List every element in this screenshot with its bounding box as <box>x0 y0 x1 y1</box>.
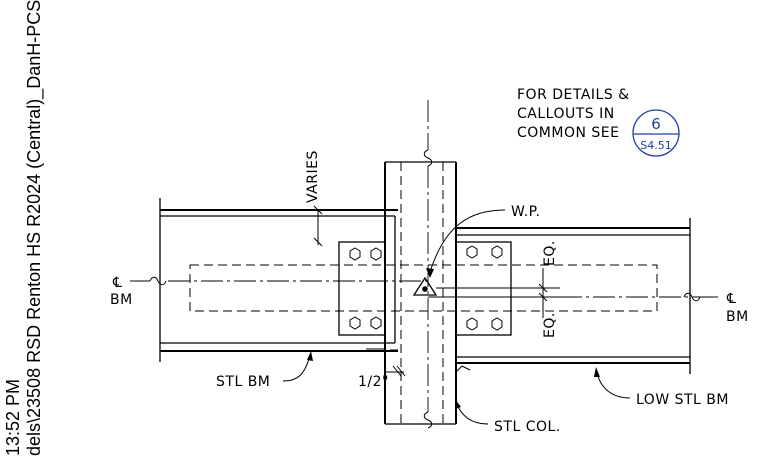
left-steel-beam <box>159 198 398 362</box>
wp-label: W.P. <box>511 204 540 220</box>
work-point-symbol <box>412 276 438 296</box>
note-line-2: CALLOUTS IN <box>517 106 615 122</box>
stl-bm-label: STL BM <box>216 374 270 390</box>
file-path-text: 13:52 PM dels\23508 RSD Renton HS R2024 … <box>3 0 45 456</box>
low-stl-bm-label: LOW STL BM <box>636 392 729 408</box>
left-shear-plate <box>338 241 386 336</box>
low-stl-bm-leader: LOW STL BM <box>594 367 729 408</box>
stl-bm-leader: STL BM <box>216 351 313 390</box>
varies-label: VARIES <box>305 150 321 203</box>
detail-callout-bubble[interactable]: 6 S4.51 <box>632 109 680 157</box>
note-line-1: FOR DETAILS & <box>517 87 630 103</box>
bm-label-left: BM <box>110 292 133 308</box>
half-inch-label: 1/2" <box>358 374 389 390</box>
bm-label-right: BM <box>726 309 749 325</box>
note-line-3: COMMON SEE <box>517 125 619 141</box>
eq-bottom-label: EQ. <box>542 312 558 338</box>
half-inch-dimension: 1/2" <box>358 365 406 390</box>
model-path-text: dels\23508 RSD Renton HS R2024 (Central)… <box>24 0 45 456</box>
callout-number: 6 <box>651 115 661 133</box>
centerline-bm-right: ℄ BM <box>726 291 749 325</box>
cl-symbol-right: ℄ <box>726 291 737 307</box>
right-low-steel-beam <box>456 218 691 374</box>
eq-dimensions: EQ. EQ. <box>436 240 560 338</box>
centerline-bm-left: ℄ BM <box>110 275 133 308</box>
hidden-plate <box>189 264 658 312</box>
eq-top-label: EQ. <box>542 240 558 266</box>
callout-sheet: S4.51 <box>640 139 671 152</box>
cl-symbol-left: ℄ <box>112 275 123 291</box>
stl-col-leader: STL COL. <box>455 399 561 435</box>
wp-leader: W.P. <box>426 204 540 278</box>
column-centerline <box>423 100 433 429</box>
details-note: FOR DETAILS & CALLOUTS IN COMMON SEE <box>517 87 630 141</box>
varies-dimension: VARIES <box>305 150 323 247</box>
stl-col-label: STL COL. <box>494 419 561 435</box>
weld-symbols <box>366 348 471 373</box>
time-stamp-text: 13:52 PM <box>3 379 23 456</box>
